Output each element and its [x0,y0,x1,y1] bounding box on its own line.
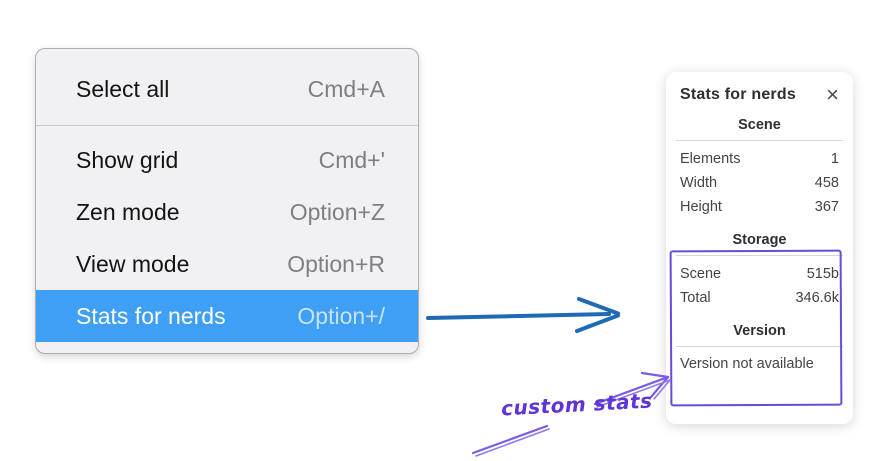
menu-item-zen-mode[interactable]: Zen mode Option+Z [36,186,418,238]
menu-item-shortcut: Option+Z [289,198,385,225]
menu-item-label: Zen mode [76,198,180,225]
menu-item-label: Show grid [76,146,179,173]
stats-panel: Stats for nerds × Scene Elements 1 Width… [666,72,853,424]
menu-item-shortcut: Option+/ [297,302,385,329]
version-note: Version not available [680,356,814,372]
stat-row-scene-size: Scene 515b [680,262,839,286]
section-divider [676,255,843,256]
section-divider [676,140,843,141]
stats-panel-header: Stats for nerds × [680,82,839,107]
stat-value: 1 [830,151,839,167]
stat-value: 515b [806,266,839,282]
menu-divider [36,125,418,126]
menu-item-view-mode[interactable]: View mode Option+R [36,238,418,290]
annotation-label: custom stats [500,388,654,421]
menu-item-shortcut: Cmd+A [307,75,385,102]
section-heading-scene: Scene [738,117,781,133]
stat-label: Scene [680,266,722,282]
stat-label: Width [680,175,718,191]
pointer-arrow-icon [426,297,620,333]
stat-row-elements: Elements 1 [680,147,839,171]
stat-row-width: Width 458 [680,171,839,195]
section-heading-storage: Storage [732,232,787,248]
context-menu: Select all Cmd+A Show grid Cmd+' Zen mod… [35,48,419,354]
menu-item-stats-for-nerds[interactable]: Stats for nerds Option+/ [36,290,418,342]
stat-label: Height [680,199,722,215]
menu-item-shortcut: Option+R [287,250,385,277]
stat-value: 367 [814,199,839,215]
section-heading-version: Version [733,323,786,339]
menu-item-label: Stats for nerds [76,302,226,329]
stat-value: 458 [814,175,839,191]
stat-value: 346.6k [795,290,839,306]
stat-row-height: Height 367 [680,195,839,219]
stat-label: Total [680,290,711,306]
section-divider [676,346,843,347]
annotation-arrow-icon [471,371,671,457]
stat-row-total-size: Total 346.6k [680,286,839,310]
stat-label: Elements [680,151,741,167]
menu-item-select-all[interactable]: Select all Cmd+A [36,61,418,117]
panel-title: Stats for nerds [680,86,796,103]
menu-item-shortcut: Cmd+' [318,146,385,173]
menu-item-label: View mode [76,250,190,277]
menu-item-label: Select all [76,75,170,102]
close-icon[interactable]: × [826,82,839,107]
menu-item-show-grid[interactable]: Show grid Cmd+' [36,134,418,186]
